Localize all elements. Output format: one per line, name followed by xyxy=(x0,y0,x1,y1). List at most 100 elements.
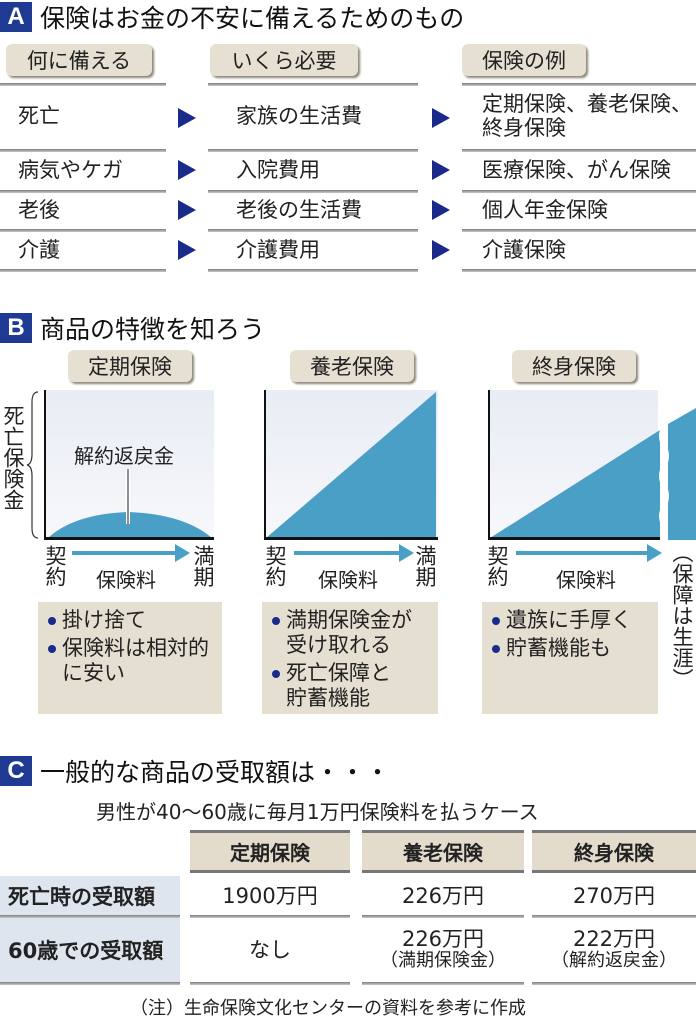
examples-cell: 定期保険、養老保険、 終身保険 xyxy=(482,92,692,140)
section-b-title: B 商品の特徴を知ろう xyxy=(0,313,265,344)
cell-subnote: （満期保険金） xyxy=(380,950,506,971)
y-axis xyxy=(264,390,266,540)
divider xyxy=(0,229,166,232)
section-c-title: C 一般的な商品の受取額は・・・ xyxy=(0,756,391,787)
feature-text: 遺族に手厚く xyxy=(506,608,632,632)
triangle-right-icon xyxy=(432,200,450,220)
divider xyxy=(362,982,524,985)
product-label-endowment: 養老保険 xyxy=(290,350,414,382)
contract-label: 契約 xyxy=(485,545,509,591)
divider xyxy=(0,269,166,272)
examples-line: 終身保険 xyxy=(482,116,566,140)
contract-label-text: 契約 xyxy=(263,545,287,587)
brace-icon xyxy=(26,391,39,539)
section-a-badge: A xyxy=(0,2,32,32)
feature-text: 死亡保障と貯蓄機能 xyxy=(286,661,391,711)
section-c-badge: C xyxy=(0,756,32,786)
triangle-right-icon xyxy=(432,160,450,180)
table-subtitle: 男性が40～60歳に毎月1万円保険料を払うケース xyxy=(96,800,539,824)
bullet-icon xyxy=(272,670,280,678)
column-header-endowment: 養老保険 xyxy=(362,830,524,873)
y-axis xyxy=(44,390,46,540)
divider xyxy=(462,190,696,193)
divider xyxy=(208,190,418,193)
divider xyxy=(190,982,350,985)
chart-endowment-insurance xyxy=(264,390,438,540)
triangle-right-icon xyxy=(178,200,196,220)
feature-text: 満期保険金が受け取れる xyxy=(286,608,412,658)
section-a-title: A 保険はお金の不安に備えるためのもの xyxy=(0,2,465,33)
chart-term-insurance: 解約返戻金 xyxy=(44,390,214,540)
divider xyxy=(0,83,166,86)
examples-cell: 介護保険 xyxy=(482,238,566,262)
feature-line: に安い xyxy=(62,661,125,685)
cell-term-at-60: なし xyxy=(190,918,350,982)
premium-arrow-icon xyxy=(516,544,662,562)
cell-endowment-at-60: 226万円（満期保険金） xyxy=(362,918,524,982)
feature-line: 死亡保障と xyxy=(286,661,391,685)
cell-whole-life-death: 270万円 xyxy=(532,876,696,916)
surrender-value-dome xyxy=(48,468,212,538)
feature-item: 保険料は相対的に安い xyxy=(48,636,216,686)
divider xyxy=(0,190,166,193)
divider xyxy=(0,149,166,152)
risk-cell: 病気やケガ xyxy=(18,158,123,182)
feature-line: 保険料は相対的 xyxy=(62,636,209,660)
divider xyxy=(0,915,180,918)
risk-cell: 死亡 xyxy=(18,104,60,128)
contract-label: 契約 xyxy=(263,545,287,591)
cell-value: 270万円 xyxy=(572,884,656,908)
bullet-icon xyxy=(48,617,56,625)
bullet-icon xyxy=(492,617,500,625)
divider xyxy=(208,149,418,152)
cell-whole-life-at-60: 222万円（解約返戻金） xyxy=(532,918,696,982)
header-what-to-prepare: 何に備える xyxy=(6,44,152,76)
product-label-whole-life: 終身保険 xyxy=(512,350,636,382)
premium-label: 保険料 xyxy=(556,568,616,592)
savings-area xyxy=(266,392,436,538)
triangle-right-icon xyxy=(178,160,196,180)
feature-text: 保険料は相対的に安い xyxy=(62,636,209,686)
risk-cell: 老後 xyxy=(18,198,60,222)
header-how-much-needed: いくら必要 xyxy=(210,44,358,76)
y-axis xyxy=(488,390,490,540)
x-axis xyxy=(488,537,660,540)
lifetime-coverage-text: （保障は生涯） xyxy=(670,542,694,689)
feature-item: 遺族に手厚く xyxy=(492,608,652,633)
need-cell: 家族の生活費 xyxy=(236,104,362,128)
need-cell: 入院費用 xyxy=(236,158,320,182)
feature-item: 掛け捨て xyxy=(48,608,216,633)
product-label-term: 定期保険 xyxy=(68,350,192,382)
premium-arrow-icon xyxy=(72,544,190,562)
cell-value: 226万円 xyxy=(401,927,485,951)
bullet-icon xyxy=(272,617,280,625)
feature-item: 死亡保障と貯蓄機能 xyxy=(272,661,432,711)
risk-cell: 介護 xyxy=(18,238,60,262)
triangle-right-icon xyxy=(432,108,450,128)
divider xyxy=(208,269,418,272)
divider xyxy=(208,83,418,86)
section-a-heading: 保険はお金の不安に備えるためのもの xyxy=(40,4,465,33)
maturity-label: 満期 xyxy=(413,545,437,591)
feature-line: 貯蓄機能 xyxy=(286,686,370,710)
triangle-right-icon xyxy=(178,108,196,128)
examples-cell: 個人年金保険 xyxy=(482,198,608,222)
cell-value: 226万円 xyxy=(401,884,485,908)
feature-item: 貯蓄機能も xyxy=(492,636,652,661)
premium-label: 保険料 xyxy=(318,568,378,592)
divider xyxy=(0,982,180,985)
surrender-value-label: 解約返戻金 xyxy=(74,440,174,469)
triangle-right-icon xyxy=(432,240,450,260)
divider xyxy=(462,149,696,152)
divider xyxy=(362,915,524,918)
x-axis xyxy=(264,537,438,540)
divider xyxy=(532,915,696,918)
y-axis-label: 死亡保険金 xyxy=(1,405,25,514)
features-endowment: 満期保険金が受け取れる 死亡保障と貯蓄機能 xyxy=(262,602,438,714)
need-cell: 介護費用 xyxy=(236,238,320,262)
maturity-label-text: 満期 xyxy=(413,545,437,587)
savings-area xyxy=(490,408,696,540)
cell-subnote: （解約返戻金） xyxy=(551,950,677,971)
section-b-badge: B xyxy=(0,313,32,343)
section-c-heading: 一般的な商品の受取額は・・・ xyxy=(40,758,391,787)
